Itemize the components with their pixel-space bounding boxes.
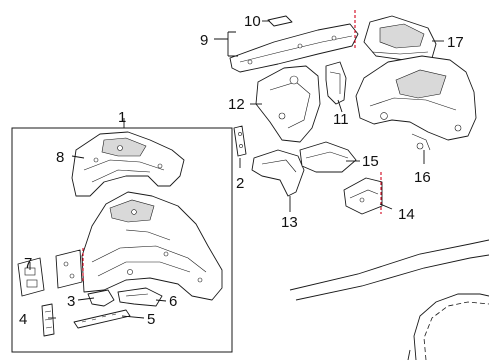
- callout-17[interactable]: 17: [447, 34, 464, 51]
- part-6-bracket[interactable]: [117, 287, 163, 307]
- callout-labels: 1 2 3 4 5 6 7 8 9 10 11 12 13 14 15 16 1…: [19, 13, 464, 328]
- part-15-member[interactable]: [299, 141, 357, 173]
- callout-9[interactable]: 9: [200, 32, 208, 49]
- callout-11[interactable]: 11: [333, 111, 349, 128]
- callout-8[interactable]: 8: [56, 149, 64, 166]
- group-box-1: [11, 127, 233, 353]
- part-3-clip[interactable]: [87, 289, 115, 307]
- part-17-housing[interactable]: [363, 15, 437, 61]
- callout-12[interactable]: 12: [228, 96, 245, 113]
- callout-5[interactable]: 5: [147, 311, 155, 328]
- part-4-stiffener[interactable]: [41, 303, 55, 337]
- part-11-bracket[interactable]: [325, 61, 347, 105]
- callout-3[interactable]: 3: [67, 293, 75, 310]
- callout-1[interactable]: 1: [118, 109, 126, 126]
- callout-10[interactable]: 10: [244, 13, 261, 30]
- fender-outline: [289, 239, 489, 360]
- callout-4[interactable]: 4: [19, 311, 27, 328]
- part-8-rail-upper[interactable]: [71, 131, 185, 197]
- part-9-upper-rail[interactable]: [229, 23, 359, 73]
- callout-15[interactable]: 15: [362, 153, 379, 170]
- part-1-plate[interactable]: [55, 249, 83, 289]
- callout-14[interactable]: 14: [398, 206, 415, 223]
- part-1-rail-lower[interactable]: [81, 191, 223, 301]
- part-7-bracket[interactable]: [17, 257, 45, 297]
- callout-13[interactable]: 13: [281, 214, 298, 231]
- part-12-panel[interactable]: [255, 65, 321, 143]
- part-2-bracket[interactable]: [233, 125, 247, 157]
- part-13-support[interactable]: [251, 149, 305, 197]
- leader-lines: [29, 20, 444, 319]
- callout-2[interactable]: 2: [236, 175, 244, 192]
- part-5-strip[interactable]: [73, 309, 131, 329]
- callout-7[interactable]: 7: [24, 255, 32, 272]
- callout-16[interactable]: 16: [414, 169, 431, 186]
- part-10-bracket[interactable]: [267, 15, 293, 27]
- callout-6[interactable]: 6: [169, 293, 177, 310]
- part-16-wheelhouse[interactable]: [355, 55, 477, 151]
- part-14-bracket[interactable]: [343, 177, 383, 215]
